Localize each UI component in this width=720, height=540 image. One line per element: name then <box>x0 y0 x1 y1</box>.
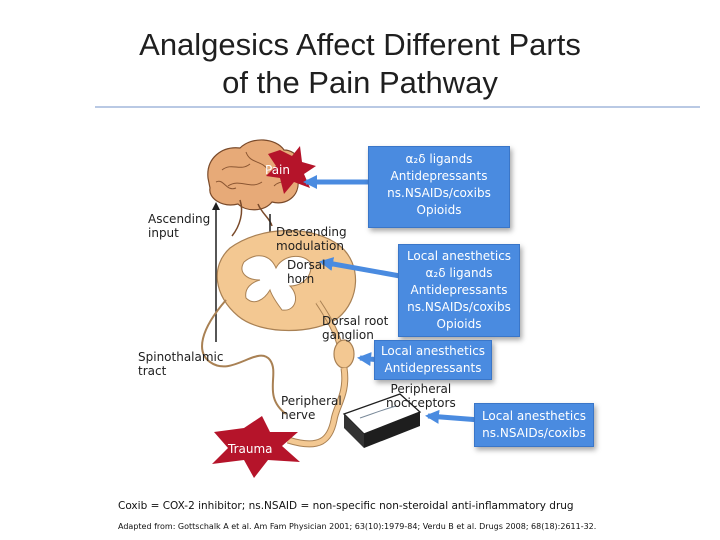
drg-drugs-box: Local anesthetics Antidepressants <box>374 340 492 380</box>
nociceptor-skin-icon <box>342 393 422 448</box>
peripheral-nociceptors-label: Peripheral nociceptors <box>386 382 456 410</box>
descending-label-line-2: modulation <box>276 239 344 253</box>
drg-line-1: Dorsal root <box>322 314 389 328</box>
periphery-drug-1: Local anesthetics <box>481 409 587 423</box>
dorsal-horn-label: Dorsal horn <box>287 258 325 286</box>
spinothalamic-line-1: Spinothalamic <box>138 350 224 364</box>
periphery-target-arrow-icon <box>425 409 481 424</box>
periphery-drug-2: ns.NSAIDs/coxibs <box>482 426 586 440</box>
abbreviation-footnote: Coxib = COX-2 inhibitor; ns.NSAID = non-… <box>118 500 574 512</box>
dorsal-horn-drug-4: ns.NSAIDs/coxibs <box>407 300 511 314</box>
descending-modulation-label: Descending modulation <box>276 225 347 253</box>
brain-drug-3: ns.NSAIDs/coxibs <box>387 186 491 200</box>
brain-drug-2: Antidepressants <box>390 169 488 183</box>
peripheral-nerve-label: Peripheral nerve <box>281 394 342 422</box>
spinothalamic-line-2: tract <box>138 364 167 378</box>
descending-label-line-1: Descending <box>276 225 347 239</box>
spinothalamic-label: Spinothalamic tract <box>138 350 224 378</box>
dorsal-horn-line-2: horn <box>287 272 315 286</box>
dorsal-horn-line-1: Dorsal <box>287 258 326 272</box>
drg-drug-2: Antidepressants <box>384 361 482 375</box>
dorsal-horn-drug-2: α₂δ ligands <box>425 266 493 280</box>
drg-label: Dorsal root ganglion <box>322 314 388 342</box>
brain-drug-4: Opioids <box>416 203 462 217</box>
dorsal-root-ganglion-icon <box>333 339 355 369</box>
dorsal-horn-drugs-box: Local anesthetics α₂δ ligands Antidepres… <box>398 244 520 337</box>
trauma-label: Trauma <box>228 442 273 456</box>
peripheral-nociceptors-line-2: nociceptors <box>386 396 456 410</box>
slide-title: Analgesics Affect Different Parts of the… <box>0 26 720 102</box>
title-line-2: of the Pain Pathway <box>222 65 498 100</box>
brain-drug-1: α₂δ ligands <box>405 152 473 166</box>
trauma-starburst-icon <box>212 416 300 478</box>
ascending-input-label: Ascending input <box>148 212 210 240</box>
ascending-label-line-1: Ascending <box>148 212 211 226</box>
drg-line-2: ganglion <box>322 328 374 342</box>
peripheral-nociceptors-line-1: Peripheral <box>390 382 452 396</box>
dorsal-horn-drug-3: Antidepressants <box>410 283 508 297</box>
ascending-label-line-2: input <box>148 226 179 240</box>
reference-footnote: Adapted from: Gottschalk A et al. Am Fam… <box>118 522 597 531</box>
title-line-1: Analgesics Affect Different Parts <box>139 27 581 62</box>
dorsal-horn-target-arrow-icon <box>319 257 401 279</box>
brain-drugs-box: α₂δ ligands Antidepressants ns.NSAIDs/co… <box>368 146 510 228</box>
peripheral-nerve-line-2: nerve <box>281 408 316 422</box>
pain-label: Pain <box>265 163 290 177</box>
dorsal-horn-drug-5: Opioids <box>436 317 482 331</box>
peripheral-nerve-line-1: Peripheral <box>281 394 342 408</box>
periphery-drugs-box: Local anesthetics ns.NSAIDs/coxibs <box>474 403 594 447</box>
drg-drug-1: Local anesthetics <box>380 344 486 358</box>
dorsal-horn-drug-1: Local anesthetics <box>406 249 512 263</box>
title-divider <box>95 106 700 108</box>
